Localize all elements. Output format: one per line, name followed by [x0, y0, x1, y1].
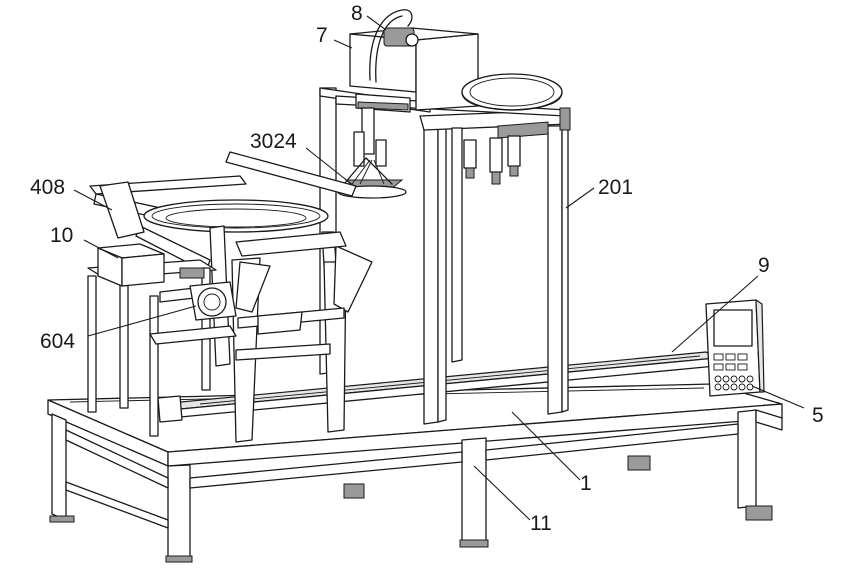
label-8: 8 [351, 2, 363, 25]
leader-lines [73, 15, 805, 521]
label-201: 201 [598, 176, 633, 199]
label-3024: 3024 [250, 130, 297, 153]
label-408: 408 [30, 176, 65, 199]
label-5: 5 [812, 404, 824, 427]
callout-labels: 8 7 3024 408 10 604 201 9 5 1 11 [30, 2, 824, 535]
control-panel [705, 299, 765, 397]
label-1: 1 [580, 472, 592, 495]
top-head-unit [349, 9, 571, 185]
label-9: 9 [758, 254, 770, 277]
filter-cups [463, 135, 521, 185]
label-7: 7 [316, 24, 328, 47]
label-11: 11 [530, 512, 552, 535]
suction-head [337, 107, 407, 199]
label-10: 10 [50, 224, 73, 247]
left-platform [87, 243, 237, 437]
label-604: 604 [40, 330, 75, 353]
